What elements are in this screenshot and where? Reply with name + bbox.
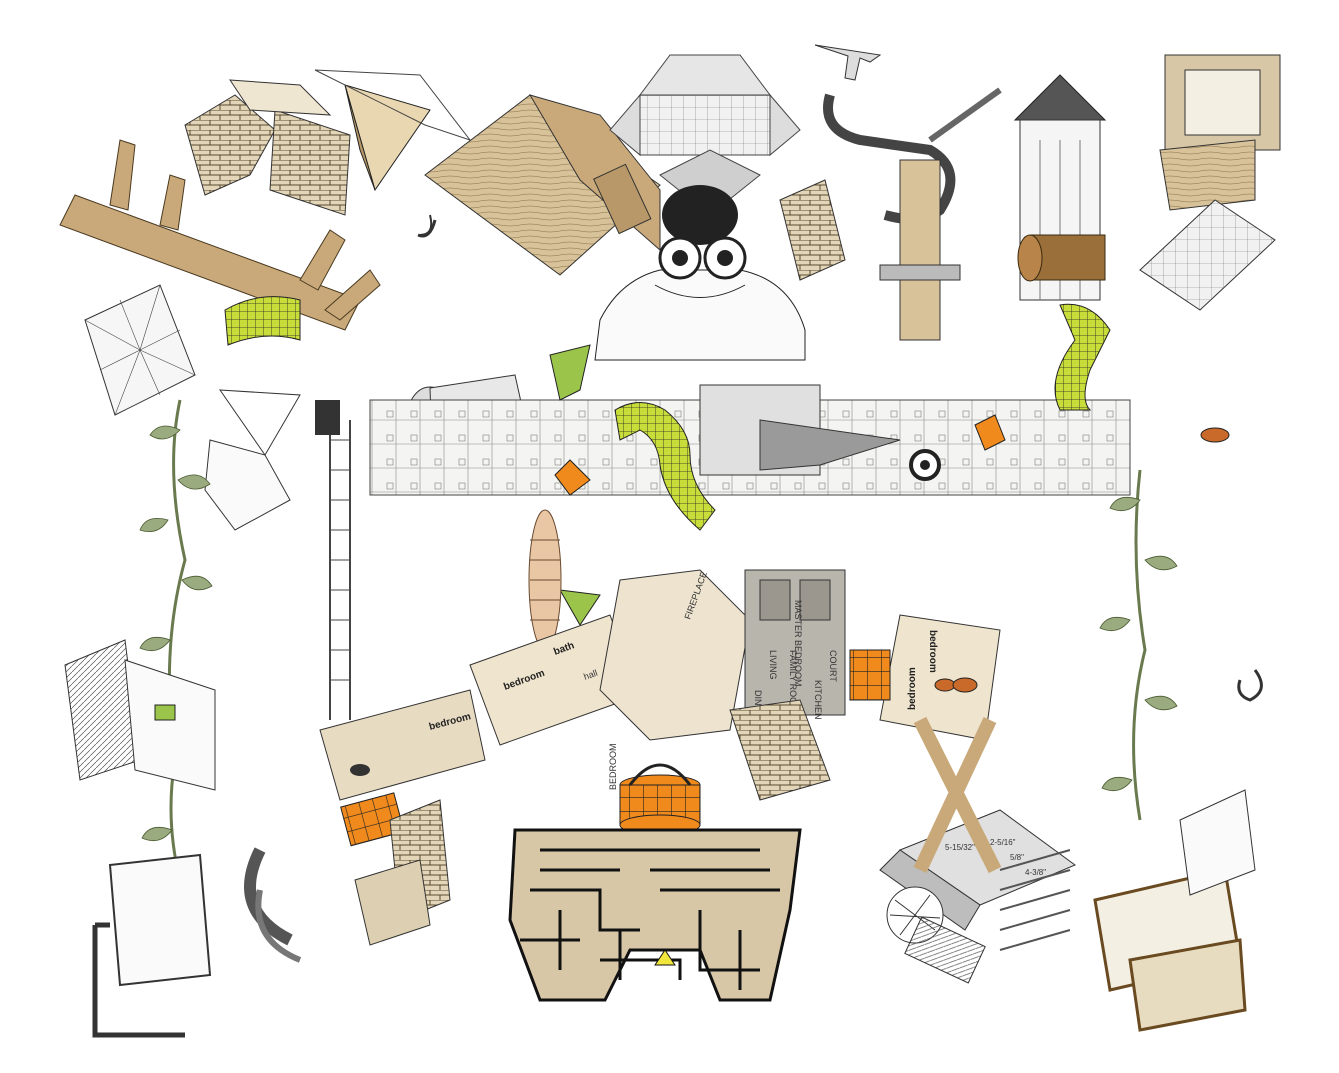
wood-roll [1017, 234, 1106, 282]
arc-shapes [244, 847, 302, 963]
house-plan-left: bedroom bath hall [469, 614, 641, 746]
vine-right [1099, 469, 1178, 821]
vine-left [139, 399, 213, 881]
ladder [315, 400, 351, 720]
plan-label-bedroom-caps: BEDROOM [608, 743, 618, 790]
brick-blocks [354, 179, 846, 946]
plan-label-hall: hall [582, 668, 599, 682]
green-kite [549, 344, 601, 626]
house-plan-right: bedroom bedroom [849, 614, 1001, 741]
dim-1: 5-15/32" [945, 843, 975, 852]
hooks [417, 219, 1263, 702]
plan-label-family-room: FAMILY ROOM [788, 650, 798, 712]
wooden-cabinet [419, 94, 661, 276]
termite-column [528, 509, 562, 651]
sunburst-panel [84, 284, 196, 416]
plan-label-bedroom-3: bedroom [907, 667, 918, 710]
framed-box [1159, 54, 1281, 211]
pyramid [314, 69, 472, 192]
plan-label-court: COURT [828, 650, 838, 682]
green-snake-ribbon [614, 402, 716, 531]
paper-boat [204, 389, 301, 531]
plan-label-living: LIVING [768, 650, 778, 680]
dim-2: 2-5/16" [990, 838, 1016, 847]
x-stand [913, 716, 1002, 874]
plan-label-bedroom-2: bedroom [927, 630, 938, 673]
dim-3: 5/8" [1010, 853, 1024, 862]
gray-plan: MASTER BEDROOM FAMILY ROOM LIVING DINING… [744, 569, 846, 722]
basket [619, 763, 701, 836]
maze [508, 828, 802, 1002]
church-section [609, 54, 801, 216]
bottom-left-frame [92, 853, 212, 1038]
ants [350, 427, 1230, 776]
grid-ramp [1139, 199, 1276, 311]
orange-diamonds [554, 414, 1006, 496]
plan-label-kitchen: KITCHEN [813, 680, 823, 720]
airplane [814, 44, 882, 81]
window-frame [1093, 868, 1247, 1032]
box-bottom-right [1179, 789, 1256, 896]
upturned-table [59, 139, 381, 331]
central-floorplan-band [369, 384, 1131, 496]
hatched-panels [64, 639, 216, 791]
plan-label-master-bedroom: MASTER BEDROOM [793, 600, 803, 687]
brick-walls [184, 79, 351, 216]
hexagon-plan: FIREPLACE BEDROOM [599, 569, 751, 790]
green-grid-strip [224, 296, 301, 346]
tall-wood-post [879, 159, 961, 341]
binocular-man [594, 185, 806, 361]
green-ribbon-right [1054, 303, 1111, 411]
dim-4: 4-3/8" [1025, 868, 1046, 877]
louver-stack [999, 849, 1071, 951]
